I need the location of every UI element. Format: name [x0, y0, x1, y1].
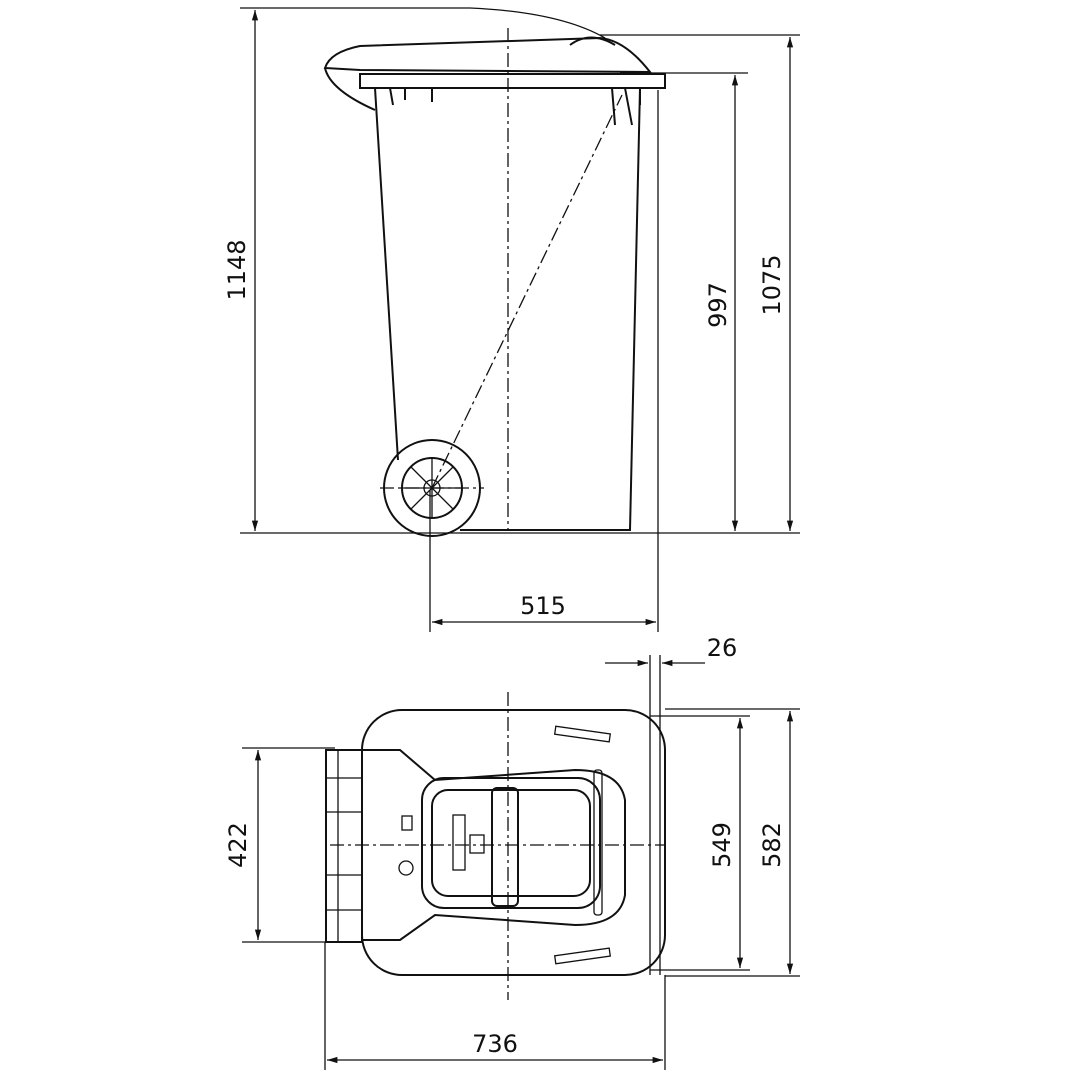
hole	[398, 860, 414, 876]
lid-open-arc	[240, 7, 606, 39]
lid	[323, 36, 653, 74]
dim-549-label: 549	[708, 822, 736, 868]
rim	[359, 73, 666, 89]
bottom-slot	[553, 947, 612, 965]
lid-recess-inner	[431, 789, 591, 897]
dim-26-label: 26	[707, 634, 738, 662]
rim-ribs	[389, 87, 641, 126]
lid-hinge	[569, 36, 616, 46]
top-view: 26 422 549 582 736	[224, 634, 800, 1070]
dim-1075-label: 1075	[758, 254, 786, 315]
side-view: 1148 997 1075 515	[223, 7, 800, 632]
lid-slot	[452, 814, 466, 871]
dim-422-label: 422	[224, 822, 252, 868]
dim-1148-label: 1148	[223, 239, 251, 300]
dim-736-label: 736	[472, 1030, 518, 1058]
handle-ribs	[326, 750, 362, 942]
dim-582-label: 582	[758, 822, 786, 868]
lid-outline	[362, 749, 626, 941]
dim-997-label: 997	[704, 282, 732, 328]
bin-body	[374, 87, 641, 531]
handle-bar	[325, 749, 363, 943]
lid-front-lip	[324, 67, 376, 111]
tilt-line	[431, 94, 623, 489]
lid-slot	[469, 834, 485, 854]
ce-mark-box	[401, 815, 413, 831]
side-slot	[593, 769, 603, 916]
lid-recess	[421, 777, 601, 909]
dim-515-label: 515	[520, 592, 566, 620]
lid-handle	[491, 787, 519, 907]
top-slot	[553, 725, 612, 743]
